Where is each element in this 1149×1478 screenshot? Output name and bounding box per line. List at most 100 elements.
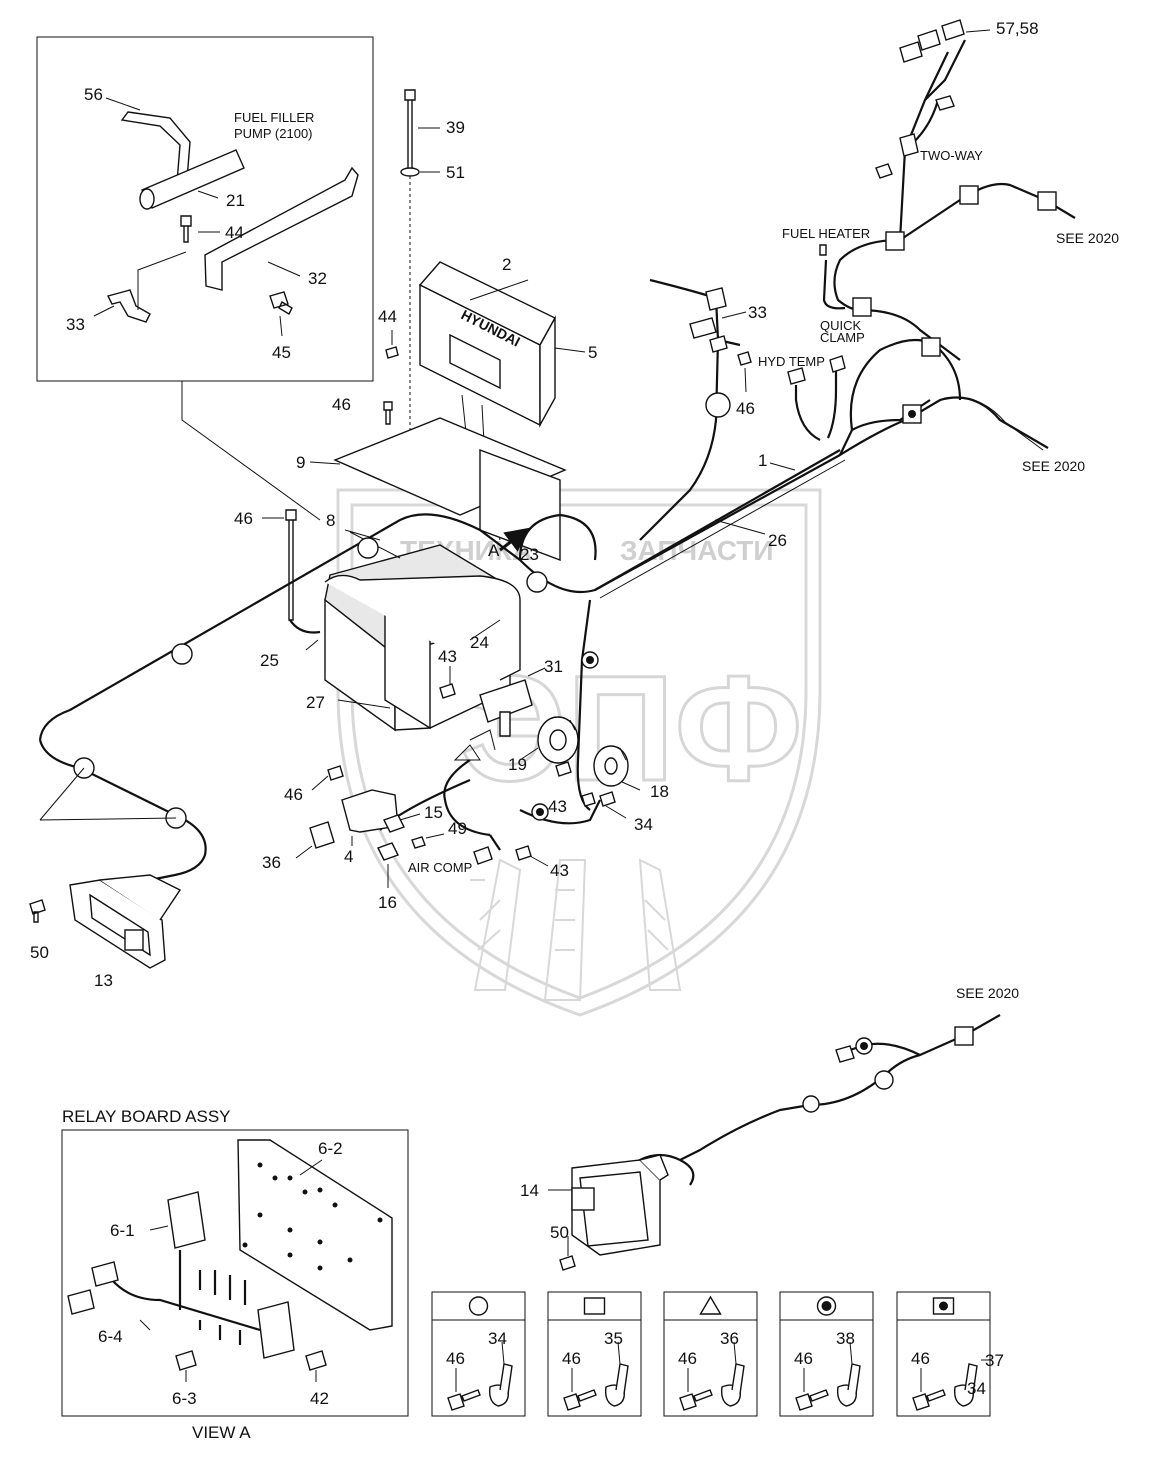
watermark: ТЕХНИКА ЗАПЧАСТИ ЭПФ (336, 488, 822, 1017)
horns: 19 18 43 34 (508, 716, 669, 834)
legend-right-number: 34 (488, 1329, 507, 1348)
legend-box-triangle-open: 46 36 (663, 1291, 758, 1417)
washer-51-shape (400, 167, 420, 177)
legend-right-number: 38 (836, 1329, 855, 1348)
callout-33b: 33 (748, 303, 767, 322)
callout-44b: 44 (378, 307, 397, 326)
callout-5: 5 (588, 343, 597, 362)
callout-6-4: 6-4 (98, 1327, 123, 1346)
relay-6-1-shape (167, 1191, 206, 1249)
callout-43c: 43 (550, 861, 569, 880)
legend-left-number: 46 (562, 1349, 581, 1368)
strap-32-shape (204, 166, 359, 291)
connectors-top-right: 57,58 TWO-WAY FUEL HEATER SEE 2020 QUICK… (758, 19, 1119, 474)
harness (38, 39, 1076, 1196)
battery-group: 9 46 8 25 27 24 43 31 (260, 395, 567, 761)
callout-46b: 46 (736, 399, 755, 418)
callout-A: A (488, 541, 500, 560)
controller-side-face (539, 315, 556, 428)
legend-left-number: 46 (678, 1349, 697, 1368)
relay-plate (237, 1139, 393, 1331)
switch-15-shape (383, 814, 405, 833)
callout-8: 8 (326, 511, 335, 530)
callout-31: 31 (544, 657, 563, 676)
callout-46-top: 46 (332, 395, 351, 414)
callout-1: 1 (758, 451, 767, 470)
mount-bracket-shape (479, 448, 561, 562)
callout-32: 32 (308, 269, 327, 288)
open-triangle-symbol (699, 1295, 722, 1315)
bolt-46-top-shape (383, 401, 393, 425)
legend-right-number: 36 (720, 1329, 739, 1348)
clip-36-shape (309, 821, 335, 849)
callout-49: 49 (448, 819, 467, 838)
label-fuel-heater: FUEL HEATER (782, 226, 870, 241)
callout-18: 18 (650, 782, 669, 801)
callout-23: 23 (520, 545, 539, 564)
bolt-44-shape (180, 215, 192, 243)
callout-50a: 50 (30, 943, 49, 962)
callout-27: 27 (306, 693, 325, 712)
legend-right-bottom-number: 34 (967, 1379, 986, 1398)
callout-45: 45 (272, 343, 291, 362)
callout-34: 34 (634, 815, 653, 834)
callout-16: 16 (378, 893, 397, 912)
relay-frame (61, 1129, 409, 1417)
callout-43b: 43 (548, 797, 567, 816)
bolt-42-shape (305, 1350, 327, 1371)
callout-14: 14 (520, 1181, 539, 1200)
label-clamp: CLAMP (820, 330, 865, 345)
callout-24: 24 (470, 633, 489, 652)
callout-15: 15 (424, 803, 443, 822)
callout-56: 56 (84, 85, 103, 104)
callout-4: 4 (344, 847, 353, 866)
callout-46-ground: 46 (234, 509, 253, 528)
callout-9: 9 (296, 453, 305, 472)
callout-13: 13 (94, 971, 113, 990)
label-two-way: TWO-WAY (920, 148, 983, 163)
controller-group: HYUNDAI 39 51 2 5 44 (378, 89, 597, 541)
relay-title: RELAY BOARD ASSY (62, 1107, 231, 1126)
lamp-13-group: 50 13 (29, 767, 182, 990)
callout-36: 36 (262, 853, 281, 872)
callout-21: 21 (226, 191, 245, 210)
callout-50b: 50 (550, 1223, 569, 1242)
callout-6-2: 6-2 (318, 1139, 343, 1158)
bolt-43a-shape (439, 683, 456, 699)
legend-box-circle-open: 46 34 (431, 1291, 526, 1417)
bolt-39-shape (404, 89, 416, 171)
bolt-50a-shape (29, 899, 46, 923)
callout-39: 39 (446, 118, 465, 137)
callout-6-3: 6-3 (172, 1389, 197, 1408)
callout-43a: 43 (438, 647, 457, 666)
label-see-2020-bottom: SEE 2020 (956, 985, 1019, 1001)
relay-footer: VIEW A (192, 1423, 251, 1442)
callout-26: 26 (768, 531, 787, 550)
relay-31-shape (479, 679, 533, 723)
lamp-14-group: 14 50 SEE 2020 (520, 985, 1019, 1271)
bolt-50b-shape (559, 1255, 576, 1271)
controller-display (449, 333, 501, 390)
callout-46d: 46 (284, 785, 303, 804)
callout-42: 42 (310, 1389, 329, 1408)
relay-6-1b-shape (257, 1301, 295, 1359)
callout-33: 33 (66, 315, 85, 334)
label-quick: QUICK (820, 318, 862, 333)
callout-19: 19 (508, 755, 527, 774)
inset-caption-line1: FUEL FILLER (234, 110, 314, 125)
legend-right-top-number: 37 (985, 1351, 1004, 1370)
bolt-46-ground-shape (285, 509, 297, 621)
battery-strap (324, 574, 521, 681)
inset-frame (36, 36, 374, 382)
open-circle-symbol (468, 1296, 489, 1316)
label-air-comp: AIR COMP (408, 860, 472, 875)
relay-board-inset: RELAY BOARD ASSY 6-2 6-1 6-4 6-3 42 VIEW… (61, 1107, 409, 1442)
bolt-45-shape (269, 291, 293, 315)
inset-caption-line2: PUMP (2100) (234, 126, 313, 141)
legend-left-number: 46 (446, 1349, 465, 1368)
